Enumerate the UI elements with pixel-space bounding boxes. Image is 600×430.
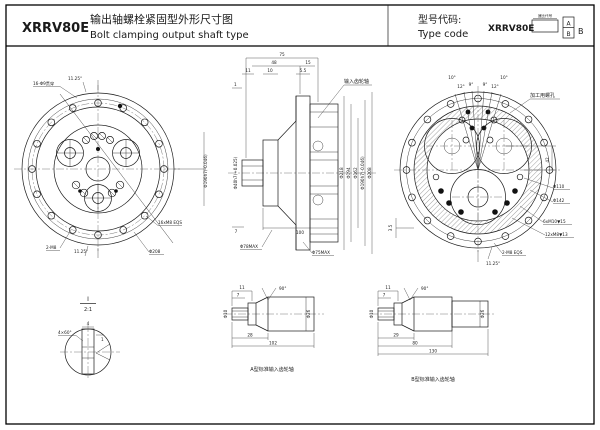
detail-chamfer: 4×60° [58, 330, 72, 335]
dim-100: 100 [296, 230, 304, 235]
side-dim-218: Φ218 [339, 167, 344, 179]
dim-10: 10 [267, 68, 273, 73]
front-side-dia: Φ190h7(-0.046) [203, 154, 208, 188]
detail-b-dia-left: Φ10 [369, 309, 374, 318]
side-dim-194: Φ194 [346, 167, 351, 179]
front-bolt-note: 16-Φ9贯穿 [33, 80, 54, 87]
dia-142: Φ142 [553, 198, 565, 203]
machining-holes-note: 加工用螺孔 [530, 92, 555, 99]
rear-angle-bottom: 11.25° [486, 261, 500, 266]
ratio-code-note: 速比代号 [538, 13, 553, 18]
detail-b-dia-right: Φ26 [480, 309, 485, 318]
section-dims-top: 75 48 15 11 10 5.5 1 [232, 52, 319, 158]
title-block: XRRV80E 输出轴螺栓紧固型外形尺寸图 Bolt clamping outp… [22, 12, 249, 41]
rear-view-tapped-holes [432, 109, 524, 215]
type-code-label-en: Type code [417, 29, 468, 40]
dim-48: 48 [271, 60, 277, 65]
detail-b-caption: B型标准输入齿轮轴 [411, 376, 454, 383]
front-angle-top: 11.25° [68, 76, 82, 81]
section-view: 75 48 15 11 10 5.5 1 输入齿轮轴 Φ40h7(+0.025)… [228, 52, 378, 256]
max-left: Φ78MAX [240, 244, 258, 249]
section-dims-bottom: 7 100 Φ78MAX Φ75MAX [232, 208, 338, 256]
dim-7: 7 [235, 229, 238, 234]
rear-view-labels: 加工用螺孔 42 Φ110 Φ142 6xM10▼15 12xM8▼13 2-M… [388, 92, 574, 266]
front-view-labels: 16-Φ9贯穿 11.25° Φ190h7(-0.046) 16xM8 EQS … [33, 76, 208, 258]
dim-1: 1 [234, 82, 237, 87]
type-code-model: XRRV80E [488, 24, 534, 34]
rear-view: 10° 10° 12° 9° 9° 12° 加工用螺孔 42 Φ110 Φ142… [388, 75, 574, 266]
front-view-large-holes [56, 139, 140, 212]
side-dim-162: Φ162 [353, 167, 358, 179]
drawing-frame [5, 4, 595, 425]
section-side-dims: Φ218 Φ194 Φ162 Φ190h7(-0.046) Φ208 [339, 92, 373, 254]
option-b: B [566, 31, 570, 38]
detail-dim-1: 1 [101, 337, 104, 342]
side-dim-208: Φ208 [367, 167, 372, 179]
front-view-small-holes [71, 132, 125, 198]
front-bolt-spec: 16xM8 EQS [158, 220, 182, 225]
detail-a-d102: 102 [269, 341, 277, 346]
front-view: 16-Φ9贯穿 11.25° Φ190h7(-0.046) 16xM8 EQS … [14, 76, 208, 258]
section-input-shaft-label: 输入齿轮轴 [317, 78, 372, 119]
ratio-code-box [531, 19, 559, 33]
detail-key-view: I 2:1 4 1 4×60° [58, 296, 120, 380]
dim-75: 75 [279, 52, 285, 57]
code-suffix: B [578, 27, 584, 36]
dia-110: Φ110 [553, 184, 565, 189]
angle-inner-2: 9° [469, 82, 474, 87]
detail-a-angle: 90° [279, 286, 286, 291]
type-code-block: 型号代码: Type code XRRV80E 速比代号 A B B [417, 13, 584, 40]
dim-42: 42 [545, 157, 550, 163]
rear-view-fan-lines [454, 90, 502, 171]
tap-2: 2-M8 EQS [502, 250, 523, 255]
dim-5-5: 5.5 [300, 68, 307, 73]
detail-b-d80: 80 [412, 341, 418, 346]
dim-11: 11 [245, 68, 251, 73]
tap-12: 12xM8▼13 [545, 232, 568, 237]
angle-inner-1: 12° [457, 84, 464, 89]
detail-a-d11: 11 [239, 285, 245, 290]
detail-a-caption: A型标准输入齿轮轴 [250, 366, 293, 373]
front-view-centerlines [14, 85, 182, 253]
max-right: Φ75MAX [312, 250, 330, 255]
detail-b-angle: 90° [421, 286, 428, 291]
detail-b-d130: 130 [429, 349, 437, 354]
detail-b-d29: 29 [393, 333, 399, 338]
input-shaft-label: 输入齿轮轴 [344, 78, 369, 85]
angle-outer-left: 10° [448, 75, 455, 80]
detail-shaft-b: 90° 11 7 Φ10 Φ26 29 80 130 B型标准输入齿轮轴 [369, 285, 496, 383]
side-dim-190h7: Φ190h7(-0.046) [360, 156, 365, 190]
rear-view-angle-labels: 10° 10° 12° 9° 9° 12° [448, 75, 507, 89]
front-angle-bottom: 11.25° [74, 249, 88, 254]
detail-b-d7: 7 [383, 293, 386, 298]
detail-view-scale: 2:1 [84, 307, 92, 313]
detail-b-d11: 11 [385, 285, 391, 290]
detail-dim-4: 4 [87, 321, 90, 326]
detail-a-d28: 28 [247, 333, 253, 338]
detail-a-dia-right: Φ26 [306, 309, 311, 318]
tap-6: 6xM10▼15 [543, 219, 566, 224]
angle-inner-3: 9° [483, 82, 488, 87]
detail-a-dia-left: Φ10 [223, 309, 228, 318]
option-a: A [566, 21, 571, 28]
section-outline [241, 95, 339, 251]
angle-outer-right: 10° [500, 75, 507, 80]
front-view-bolt-holes [28, 99, 168, 239]
front-bcd: Φ208 [149, 249, 161, 254]
type-code-label-cn: 型号代码: [418, 13, 461, 26]
front-pin-note: 2-M8 [46, 245, 57, 250]
detail-view-id: I [87, 296, 89, 303]
model-number: XRRV80E [22, 21, 89, 36]
detail-shaft-a: 90° 11 7 Φ10 Φ26 28 102 A型标准输入齿轮轴 [223, 285, 324, 373]
detail-a-d7: 7 [237, 293, 240, 298]
rear-dim-left: 3.5 [388, 224, 393, 231]
title-chinese: 输出轴螺栓紧固型外形尺寸图 [90, 12, 233, 26]
dim-15: 15 [305, 60, 311, 65]
angle-inner-4: 12° [491, 84, 498, 89]
section-shaft-dia: Φ40h7(+0.025) [233, 156, 238, 189]
title-english: Bolt clamping output shaft type [90, 30, 249, 41]
